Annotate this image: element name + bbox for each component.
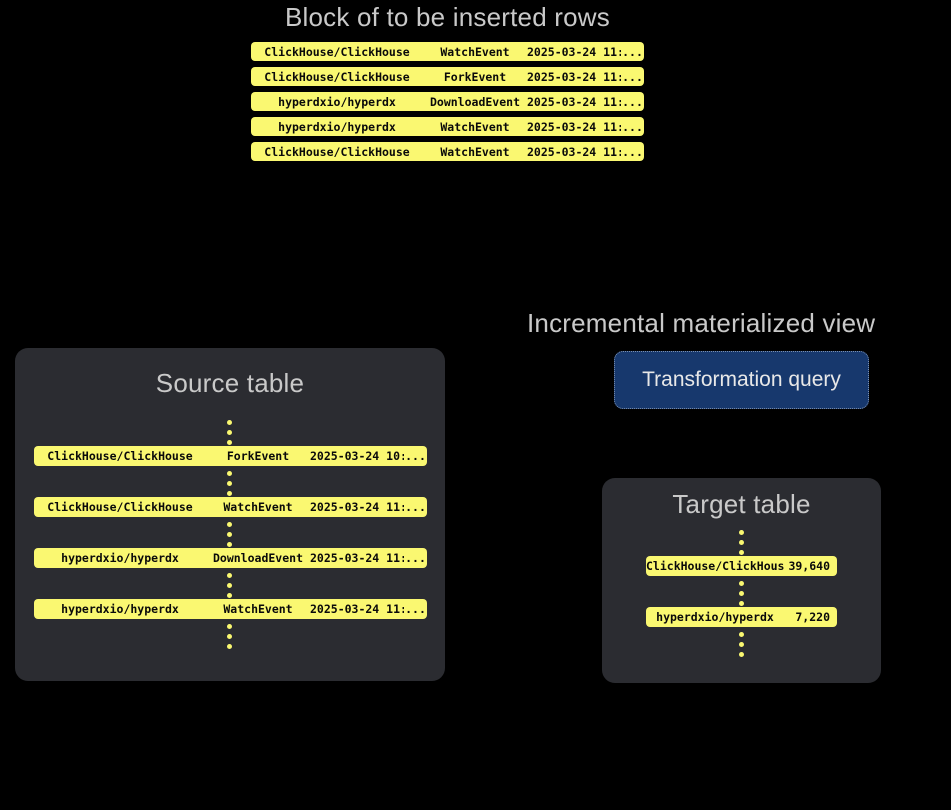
source-table-row: ClickHouse/ClickHouse ForkEvent 2025-03-… bbox=[34, 446, 427, 466]
source-ellipsis-3 bbox=[227, 573, 232, 598]
source-table-row: hyperdxio/hyperdx WatchEvent 2025-03-24 … bbox=[34, 599, 427, 619]
row-count: 7,220 bbox=[795, 610, 830, 624]
row-event: WatchEvent bbox=[223, 602, 293, 616]
row-more-ellipsis: ... bbox=[622, 69, 643, 84]
row-more-ellipsis: ... bbox=[622, 119, 643, 134]
row-timestamp: 2025-03-24 11:20:12 bbox=[310, 551, 404, 565]
row-event: DownloadEvent bbox=[212, 551, 303, 565]
row-timestamp: 2025-03-24 10:25:00 bbox=[310, 449, 404, 463]
source-table-title: Source table bbox=[155, 368, 305, 398]
row-event: WatchEvent bbox=[223, 500, 293, 514]
row-timestamp: 2025-03-24 11:35:40 bbox=[527, 44, 621, 59]
row-repository: hyperdxio/hyperdx bbox=[656, 610, 774, 624]
row-repository: hyperdxio/hyperdx bbox=[278, 94, 396, 109]
row-more-ellipsis: ... bbox=[622, 44, 643, 59]
row-repository: ClickHouse/ClickHouse bbox=[47, 449, 193, 463]
row-more-ellipsis: ... bbox=[622, 144, 643, 159]
row-repository: ClickHouse/ClickHouse bbox=[646, 559, 784, 573]
block-title: Block of to be inserted rows bbox=[285, 2, 610, 32]
materialized-view-title: Incremental materialized view bbox=[527, 308, 876, 338]
row-event: WatchEvent bbox=[440, 144, 510, 159]
row-timestamp: 2025-03-24 11:28:32 bbox=[310, 602, 404, 616]
block-row: ClickHouse/ClickHouse WatchEvent 2025-03… bbox=[251, 142, 644, 161]
row-timestamp: 2025-03-24 11:35:54 bbox=[527, 144, 621, 159]
row-event: DownloadEvent bbox=[429, 94, 520, 109]
block-row: hyperdxio/hyperdx DownloadEvent 2025-03-… bbox=[251, 92, 644, 111]
block-row: ClickHouse/ClickHouse WatchEvent 2025-03… bbox=[251, 42, 644, 61]
row-timestamp: 2025-03-24 11:35:48 bbox=[527, 94, 621, 109]
source-ellipsis-bottom bbox=[227, 624, 232, 649]
source-table-row: ClickHouse/ClickHouse WatchEvent 2025-03… bbox=[34, 497, 427, 517]
row-repository: hyperdxio/hyperdx bbox=[61, 551, 179, 565]
row-count: 39,640 bbox=[788, 559, 830, 573]
block-row: hyperdxio/hyperdx WatchEvent 2025-03-24 … bbox=[251, 117, 644, 136]
row-repository: hyperdxio/hyperdx bbox=[61, 602, 179, 616]
target-table-card bbox=[602, 478, 881, 683]
source-ellipsis-top bbox=[227, 420, 232, 445]
row-timestamp: 2025-03-24 11:32:54 bbox=[310, 500, 404, 514]
block-row: ClickHouse/ClickHouse ForkEvent 2025-03-… bbox=[251, 67, 644, 86]
row-timestamp: 2025-03-24 11:35:44 bbox=[527, 69, 621, 84]
row-repository: ClickHouse/ClickHouse bbox=[264, 144, 410, 159]
target-ellipsis-mid bbox=[739, 581, 744, 606]
row-timestamp: 2025-03-24 11:35:52 bbox=[527, 119, 621, 134]
row-more-ellipsis: ... bbox=[405, 449, 426, 463]
target-table-row: hyperdxio/hyperdx 7,220 bbox=[646, 607, 837, 627]
source-ellipsis-2 bbox=[227, 522, 232, 547]
source-table-row: hyperdxio/hyperdx DownloadEvent 2025-03-… bbox=[34, 548, 427, 568]
row-event: ForkEvent bbox=[443, 69, 507, 84]
row-more-ellipsis: ... bbox=[622, 94, 643, 109]
source-ellipsis-1 bbox=[227, 471, 232, 496]
target-table-row: ClickHouse/ClickHouse 39,640 bbox=[646, 556, 837, 576]
row-repository: hyperdxio/hyperdx bbox=[278, 119, 396, 134]
target-ellipsis-bottom bbox=[739, 632, 744, 657]
transformation-query-box[interactable]: Transformation query bbox=[614, 351, 869, 409]
row-event: WatchEvent bbox=[440, 44, 510, 59]
row-repository: ClickHouse/ClickHouse bbox=[264, 44, 410, 59]
row-repository: ClickHouse/ClickHouse bbox=[264, 69, 410, 84]
target-table-title: Target table bbox=[672, 489, 811, 519]
row-event: ForkEvent bbox=[226, 449, 290, 463]
row-repository: ClickHouse/ClickHouse bbox=[47, 500, 193, 514]
row-more-ellipsis: ... bbox=[405, 602, 426, 616]
target-ellipsis-top bbox=[739, 530, 744, 555]
row-more-ellipsis: ... bbox=[405, 500, 426, 514]
row-more-ellipsis: ... bbox=[405, 551, 426, 565]
row-event: WatchEvent bbox=[440, 119, 510, 134]
